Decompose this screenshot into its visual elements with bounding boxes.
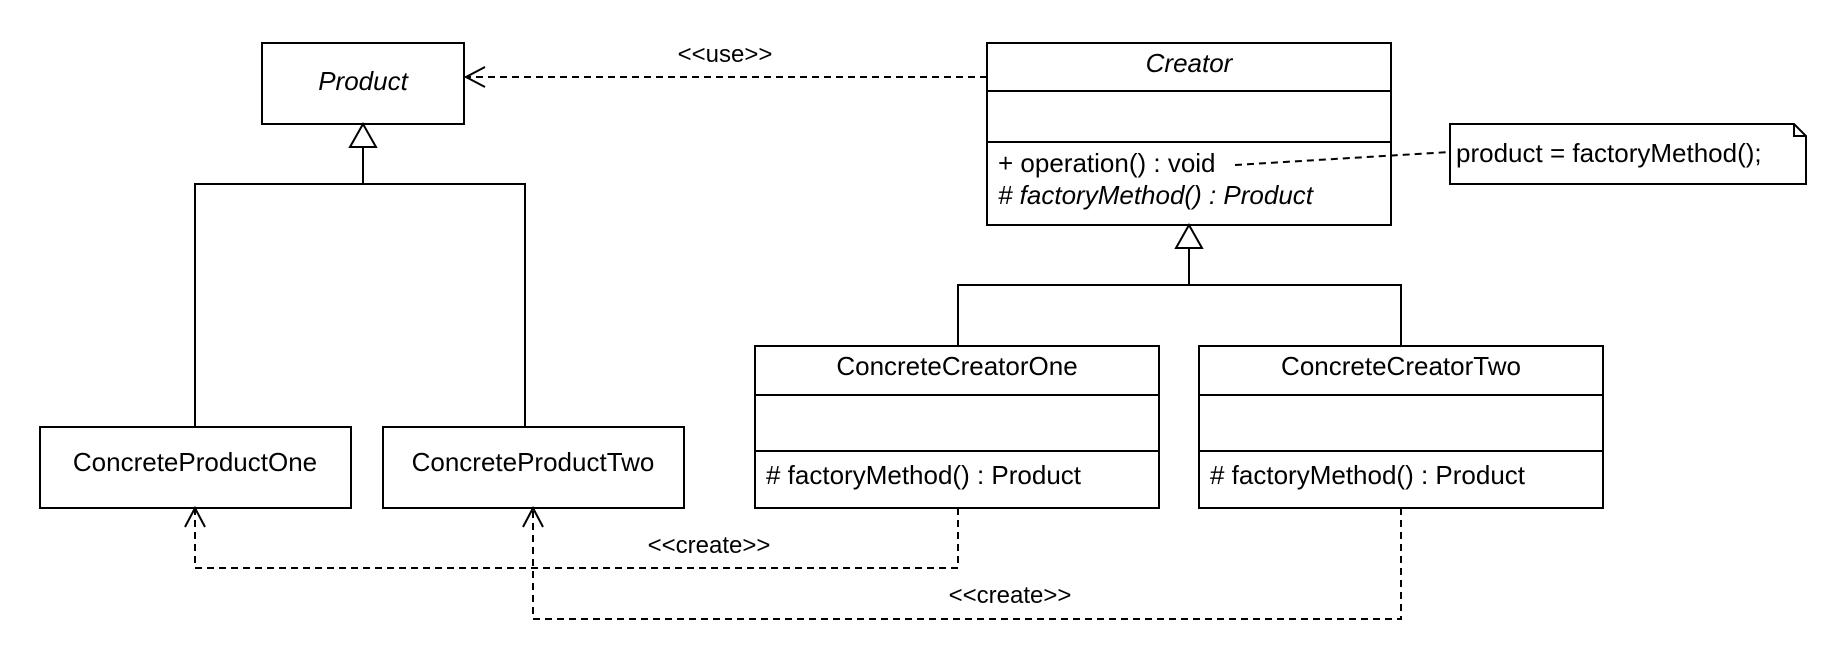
dependency-create-one-label: <<create>> <box>648 532 771 559</box>
class-concrete-creator-one-box <box>754 345 1160 509</box>
inheritance-triangle-product <box>348 121 378 148</box>
class-concrete-product-one[interactable]: ConcreteProductOne <box>39 426 352 509</box>
inheritance-triangle-creator <box>1174 222 1204 249</box>
dependency-create-one-line <box>194 508 959 569</box>
note-folded-corner <box>1793 124 1806 137</box>
dependency-create-two-label: <<create>> <box>949 582 1072 609</box>
dependency-use-label: <<use>> <box>678 41 773 68</box>
class-product-box <box>261 42 465 125</box>
class-creator-operation-2: # factoryMethod() : Product <box>998 180 1315 210</box>
class-concrete-creator-two-box <box>1198 345 1604 509</box>
note-box <box>1449 123 1807 185</box>
class-concrete-creator-two-name: ConcreteCreatorTwo <box>1281 351 1521 381</box>
dependency-create-two-line <box>532 508 1402 620</box>
class-concrete-product-two-name: ConcreteProductTwo <box>412 447 655 477</box>
class-product[interactable]: Product <box>261 42 465 125</box>
dependency-create-two: <<create>> <box>522 505 1402 620</box>
dependency-use: <<use>> <box>463 41 987 88</box>
dependency-create-one-arrowhead <box>184 505 206 528</box>
inheritance-line-products <box>194 183 526 427</box>
class-concrete-creator-one-operation-1: # factoryMethod() : Product <box>766 460 1082 490</box>
dependency-create-one: <<create>> <box>184 505 959 569</box>
class-product-name: Product <box>318 66 409 96</box>
dependency-create-two-arrowhead <box>522 505 544 528</box>
note-text: product = factoryMethod(); <box>1456 138 1762 168</box>
class-concrete-creator-two[interactable]: ConcreteCreatorTwo # factoryMethod() : P… <box>1198 345 1604 509</box>
class-creator-operation-1: + operation() : void <box>998 148 1216 178</box>
class-concrete-product-two[interactable]: ConcreteProductTwo <box>382 426 685 509</box>
class-creator-name: Creator <box>1146 48 1234 78</box>
generalization-creators <box>957 222 1402 346</box>
class-creator[interactable]: Creator + operation() : void # factoryMe… <box>986 42 1392 226</box>
class-concrete-creator-one[interactable]: ConcreteCreatorOne # factoryMethod() : P… <box>754 345 1160 509</box>
dependency-use-arrowhead <box>463 66 486 88</box>
class-creator-box <box>986 42 1392 226</box>
inheritance-line-creators <box>957 284 1402 346</box>
generalization-products <box>194 121 526 427</box>
class-concrete-creator-one-name: ConcreteCreatorOne <box>836 351 1077 381</box>
note-operation[interactable]: product = factoryMethod(); <box>1234 123 1807 185</box>
class-concrete-product-one-name: ConcreteProductOne <box>73 447 317 477</box>
class-concrete-creator-two-operation-1: # factoryMethod() : Product <box>1210 460 1526 490</box>
class-concrete-product-one-box <box>39 426 352 509</box>
